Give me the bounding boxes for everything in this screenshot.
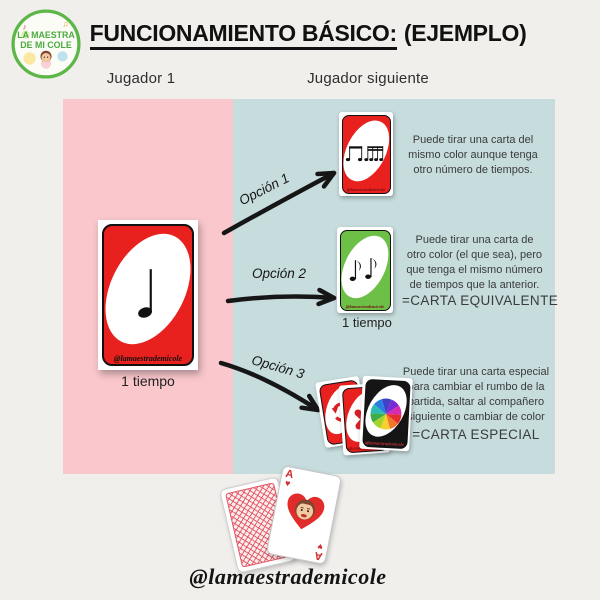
page-title-main: FUNCIONAMIENTO BÁSICO: <box>89 20 397 50</box>
logo-text-line2: DE MI COLE <box>20 40 72 50</box>
face-avatar <box>295 499 316 520</box>
logo-avatar <box>40 50 52 63</box>
ace-of-hearts-card: A ♥ A ♥ <box>265 465 343 565</box>
flagged-eighth-notes-icon <box>341 231 390 310</box>
player-card-label: 1 tiempo <box>121 373 175 389</box>
column-header-player1: Jugador 1 <box>106 70 176 87</box>
quarter-note-icon <box>104 226 192 364</box>
option1-card: @lamaestrademicole <box>339 112 393 196</box>
player-card: @lamaestrademicole <box>98 220 198 370</box>
card-watermark: @lamaestrademicole <box>346 187 386 192</box>
card-watermark: @lamaestrademicole <box>345 304 385 309</box>
color-wheel-icon <box>363 379 409 447</box>
music-note-icon: ♪ <box>22 23 26 32</box>
option2-caps-label: =CARTA EQUIVALENTE <box>402 293 559 308</box>
option3-description: Puede tirar una carta especial para camb… <box>402 366 550 423</box>
card-watermark: @lamaestrademicole <box>365 439 404 447</box>
option3-caps-label: =CARTA ESPECIAL <box>412 427 540 442</box>
page-title-suffix: (EJEMPLO) <box>403 20 527 46</box>
column-header-next-player: Jugador siguiente <box>307 70 429 87</box>
wild-color-card: @lamaestrademicole <box>359 375 413 452</box>
ace-corner-pip: A ♥ <box>314 541 325 562</box>
footer-handle: @lamaestrademicole <box>189 564 387 589</box>
eighth-and-sixteenth-notes-icon <box>343 116 390 193</box>
option2-card: @lamaestrademicole <box>337 227 393 313</box>
card-watermark: @lamaestrademicole <box>113 354 183 363</box>
music-note-icon: ♫ <box>62 20 68 29</box>
option1-description: Puede tirar una carta del mismo color au… <box>408 134 538 176</box>
site-logo: ♪ ♫ LA MAESTRA DE MI COLE <box>11 9 81 79</box>
logo-text-line1: LA MAESTRA <box>17 30 75 40</box>
heart-with-face <box>278 487 331 543</box>
page-title: FUNCIONAMIENTO BÁSICO:(EJEMPLO) <box>88 20 528 50</box>
option2-description: Puede tirar una carta de otro color (el … <box>406 234 543 291</box>
option2-label: Opción 2 <box>252 266 307 281</box>
option2-card-label: 1 tiempo <box>342 315 392 330</box>
